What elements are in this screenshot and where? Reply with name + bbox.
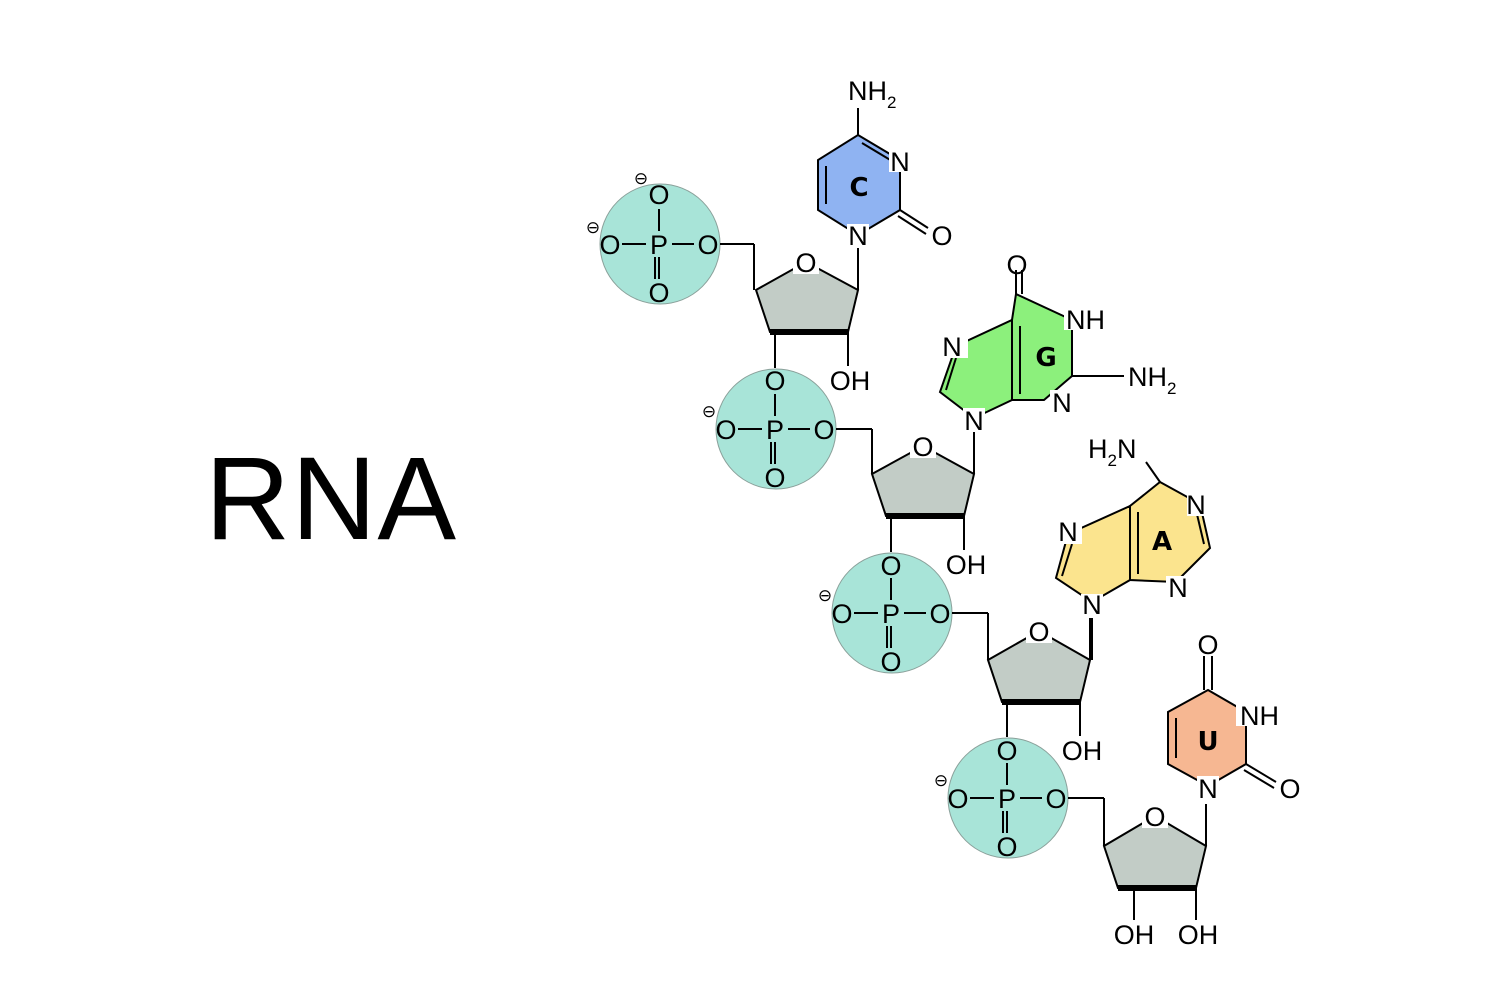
atom-label: N: [1082, 590, 1102, 620]
hydroxyl-label: OH: [1062, 736, 1103, 766]
title: RNA: [205, 433, 458, 565]
atom-label: O: [795, 248, 816, 278]
atom-label: O: [880, 551, 901, 581]
atom-label: O: [1028, 617, 1049, 647]
base-guanine: G O NH N N N NH2: [938, 250, 1176, 474]
atom-label: O: [1279, 774, 1300, 804]
ribose-sugar-2: O OH: [870, 430, 987, 580]
atom-label: N: [1198, 774, 1218, 804]
atom-label: O: [931, 221, 952, 251]
phosphate-group-4: O O P O O ⊖: [934, 703, 1105, 862]
atom-label: O: [996, 832, 1017, 862]
atom-label: O: [764, 463, 785, 493]
negative-charge: ⊖: [818, 586, 832, 606]
atom-label: P: [650, 230, 668, 260]
ribose-sugar-3: O OH: [986, 614, 1103, 766]
atom-label: O: [912, 432, 933, 462]
ribose-sugar-4: O OH OH: [1102, 802, 1219, 950]
atom-label: O: [880, 647, 901, 677]
atom-label: O: [1144, 802, 1165, 832]
atom-label: O: [599, 230, 620, 260]
atom-label: O: [697, 230, 718, 260]
atom-label: P: [766, 415, 784, 445]
base-letter: A: [1152, 527, 1172, 557]
atom-label: P: [998, 784, 1016, 814]
negative-charge: ⊖: [934, 771, 948, 791]
phosphate-group-2: O O P O O ⊖: [702, 334, 873, 493]
atom-label: N: [964, 406, 984, 436]
atom-label: O: [1197, 630, 1218, 660]
amino-label: NH2: [1128, 362, 1176, 398]
atom-label: N: [942, 332, 962, 362]
negative-charge: ⊖: [702, 402, 716, 422]
atom-label: P: [882, 599, 900, 629]
hydroxyl-label: OH: [1114, 920, 1155, 950]
base-letter: G: [1035, 343, 1056, 373]
hydroxyl-label: OH: [946, 550, 987, 580]
atom-label: O: [1006, 250, 1027, 280]
atom-label: O: [715, 415, 736, 445]
negative-charge: ⊖: [634, 169, 648, 189]
atom-label: O: [1045, 784, 1066, 814]
atom-label: N: [1186, 490, 1206, 520]
atom-label: O: [929, 599, 950, 629]
base-adenine: A N N N N H2N: [1054, 434, 1212, 660]
amino-label: H2N: [1088, 434, 1136, 470]
atom-label: O: [813, 415, 834, 445]
atom-label: O: [831, 599, 852, 629]
amino-label: NH2: [848, 76, 896, 112]
phosphate-group-3: O O P O O ⊖: [818, 518, 989, 677]
phosphate-group-1: O O P O O ⊖ ⊖: [586, 169, 755, 308]
ribose-sugar-1: O OH: [754, 248, 871, 396]
atom-label: N: [848, 221, 868, 251]
base-letter: C: [849, 173, 868, 203]
atom-label: O: [764, 366, 785, 396]
base-cytosine: C N N O NH2: [817, 76, 953, 251]
atom-label: O: [648, 278, 669, 308]
atom-label: O: [947, 784, 968, 814]
negative-charge: ⊖: [586, 218, 600, 238]
atom-label: O: [996, 736, 1017, 766]
atom-label: NH: [1066, 305, 1105, 335]
atom-label: N: [1058, 517, 1078, 547]
base-uracil: U O NH N O: [1167, 630, 1301, 804]
atom-label: NH: [1240, 701, 1279, 731]
atom-label: N: [1168, 573, 1188, 603]
atom-label: N: [1052, 388, 1072, 418]
base-letter: U: [1197, 727, 1218, 757]
atom-label: O: [648, 180, 669, 210]
hydroxyl-label: OH: [1178, 920, 1219, 950]
hydroxyl-label: OH: [830, 366, 871, 396]
atom-label: N: [890, 147, 910, 177]
